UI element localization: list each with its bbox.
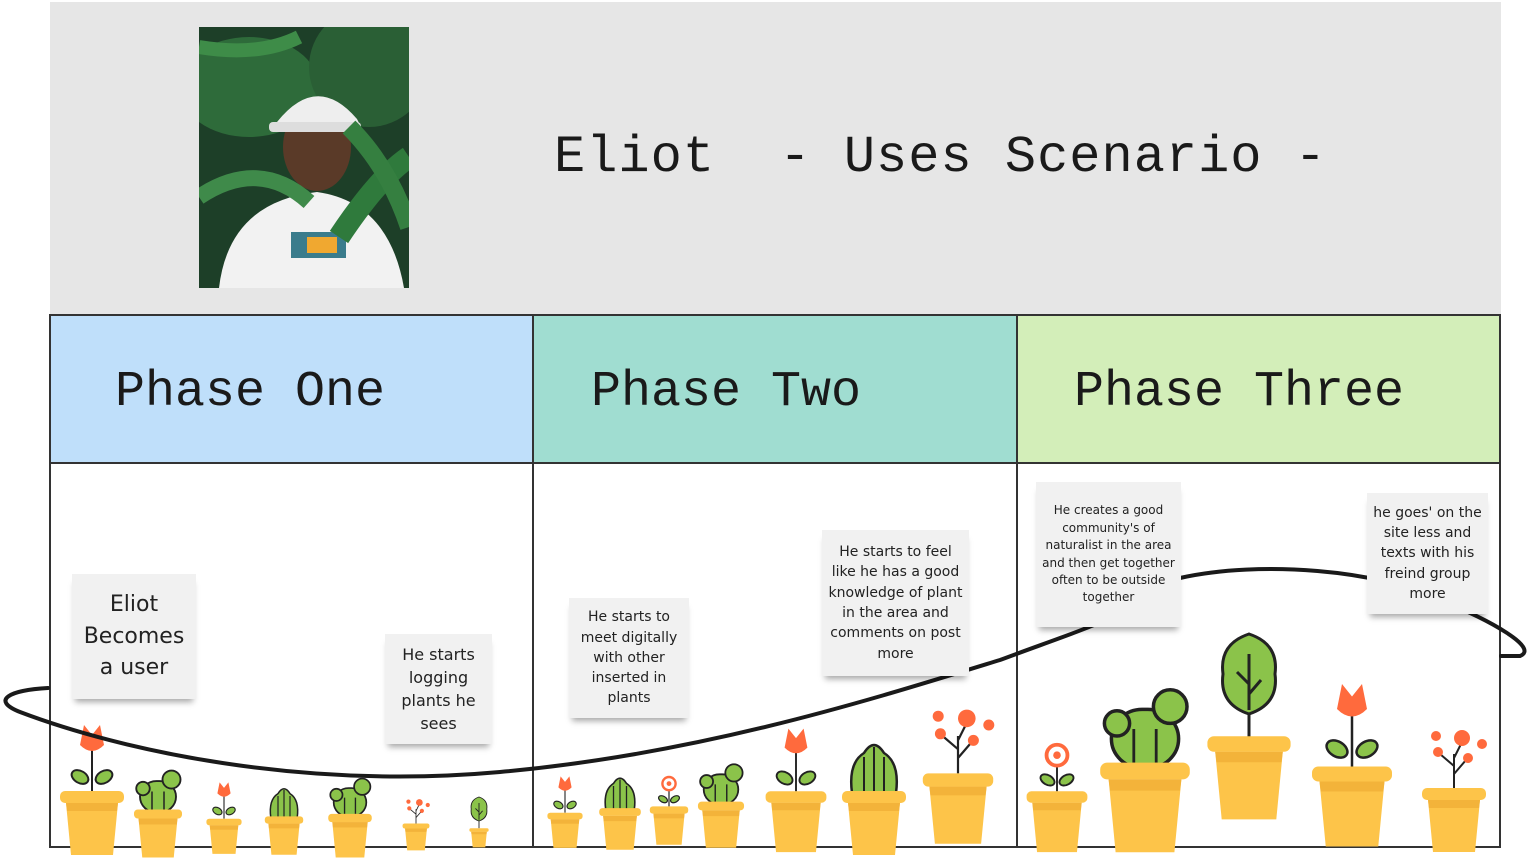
note-good-knowledge: He starts to feel like he has a good kno… bbox=[822, 530, 969, 676]
phase-one-label: Phase One bbox=[115, 364, 386, 421]
note-meet-digitally: He starts to meet digitally with other i… bbox=[569, 598, 689, 718]
tree-pot bbox=[1207, 736, 1291, 820]
berry-plant bbox=[1422, 729, 1488, 852]
berry-plant bbox=[922, 708, 996, 844]
note-logging-plants: He starts logging plants he sees bbox=[385, 634, 492, 744]
tulip-plant bbox=[206, 781, 242, 854]
phase-two-header: Phase Two bbox=[532, 314, 1018, 464]
tulip-plant bbox=[765, 727, 827, 853]
tulip-plant bbox=[60, 724, 124, 855]
note-community: He creates a good community's of natural… bbox=[1036, 482, 1181, 627]
persona-photo-image bbox=[199, 27, 409, 288]
tree-plant bbox=[469, 796, 489, 848]
tulip-plant bbox=[547, 775, 583, 848]
cactus-plant bbox=[134, 769, 182, 858]
note-site-less: he goes' on the site less and texts with… bbox=[1367, 493, 1488, 614]
tree-plant bbox=[1221, 632, 1277, 740]
rose-plant bbox=[1026, 742, 1088, 853]
cactus-plant bbox=[1100, 688, 1190, 853]
phase-three-label: Phase Three bbox=[1074, 364, 1405, 421]
note-becomes-user: Eliot Becomes a user bbox=[72, 574, 196, 699]
phase-two-label: Phase Two bbox=[591, 364, 862, 421]
cactus-plant bbox=[697, 763, 745, 848]
succulent-plant bbox=[599, 777, 641, 850]
persona-photo bbox=[199, 27, 409, 288]
journey-curve bbox=[3, 567, 1527, 779]
tulip-plant bbox=[1312, 682, 1392, 847]
rose-plant bbox=[649, 775, 689, 845]
succulent-plant bbox=[264, 788, 304, 855]
berry-plant bbox=[402, 798, 431, 851]
page-title: Eliot - Uses Scenario - bbox=[554, 128, 1327, 187]
phase-one-header: Phase One bbox=[49, 314, 534, 464]
succulent-plant bbox=[842, 743, 906, 855]
cactus-plant bbox=[328, 777, 372, 858]
phase-three-header: Phase Three bbox=[1016, 314, 1501, 464]
